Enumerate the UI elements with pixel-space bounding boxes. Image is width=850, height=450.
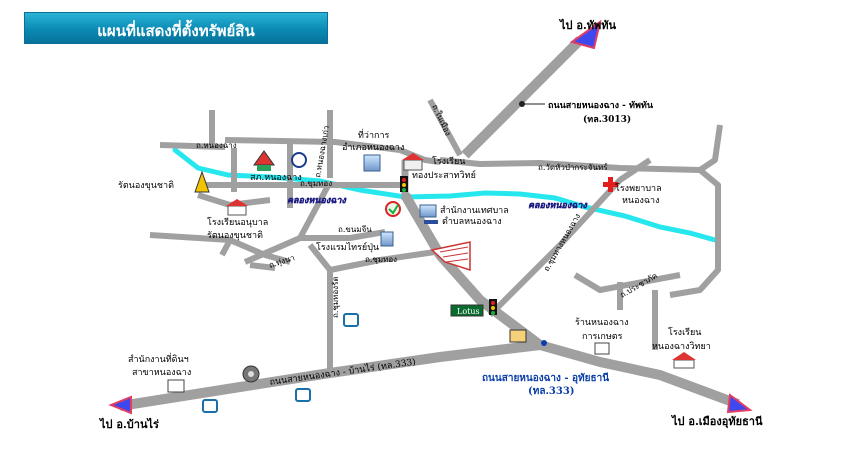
hospital-label: โรงพยาบาล xyxy=(615,183,662,194)
highway-north-name: ถนนสายหนองฉาง - ทัพทัน xyxy=(548,100,654,111)
street-label: ถ.ขนมจีน xyxy=(338,225,372,234)
municipality-label: ตำบลหนองฉาง xyxy=(442,216,502,227)
highway-main-diagonal xyxy=(400,192,543,349)
police-label: สภ.หนองฉาง xyxy=(250,173,302,183)
hotel-label: โรงแรมไทรย์ปุ่น xyxy=(316,241,379,253)
school-prasat-label: ทองประสาทวิทย์ xyxy=(412,169,476,181)
traffic-light-icon xyxy=(400,176,408,192)
arrow-bottom-right xyxy=(726,393,753,414)
lotus-label: Lotus xyxy=(457,307,480,316)
tesco-lotus-icon xyxy=(450,304,484,317)
land-office-label: สำนักงานที่ดินฯ xyxy=(128,352,189,365)
highway-north-code: (ทล.3013) xyxy=(583,114,631,125)
highway-333-marker xyxy=(541,340,547,346)
agri-store-label: การเกษตร xyxy=(582,332,623,342)
hotel-icon xyxy=(380,231,394,247)
highway-3013 xyxy=(461,36,584,159)
shop-striped-icon xyxy=(430,241,471,272)
bank-icon xyxy=(343,313,359,327)
school-prasat-label: โรงเรียน xyxy=(432,156,465,167)
canal xyxy=(172,147,718,243)
school-icon xyxy=(402,153,424,171)
municipality-label: สำนักงานเทศบาล xyxy=(440,205,509,216)
highway-west-label: ถนนสายหนองฉาง - บ้านไร่ (ทล.333) xyxy=(269,357,417,388)
school-witthaya-icon xyxy=(672,352,696,369)
temple-label: รัตนองขุนชาติ xyxy=(118,180,174,191)
traffic-light-icon xyxy=(489,299,497,315)
bank-icon xyxy=(202,399,218,413)
school-anuban-label: โรงเรียนอนุบาล xyxy=(207,217,268,228)
gas-station-icon xyxy=(509,329,527,343)
bank-icon xyxy=(295,388,311,402)
destination-bottom-left: ไป อ.บ้านไร่ xyxy=(98,417,159,431)
temple-pagoda-icon xyxy=(253,150,275,171)
street-label: ถ.ชุมทางหนองฉาง xyxy=(542,212,582,273)
road-network xyxy=(119,36,740,411)
street-label: ถ.หนองฉาง xyxy=(196,141,237,150)
highway-south-code: (ทล.333) xyxy=(528,386,575,397)
land-office-label: สาขาหนองฉาง xyxy=(132,368,191,378)
municipality-icon xyxy=(419,204,438,224)
district-office-label: ที่ว่าการ xyxy=(358,128,390,141)
street-label: ถ.วัดหัวป่ากระจันทร์ xyxy=(538,162,608,172)
hospital-label: หนองฉาง xyxy=(622,196,659,206)
hospital-cross-icon xyxy=(603,177,618,192)
district-office-label: อำเภอหนองฉาง xyxy=(342,142,404,153)
street-label: ถ.ชุมทอง xyxy=(365,255,397,264)
canal-label-east: คลองหนองฉาง xyxy=(528,201,588,211)
agri-store-icon xyxy=(594,342,610,355)
district-office-icon xyxy=(363,154,381,172)
bank-icon xyxy=(291,152,307,168)
street-label: ถ.ขุมทอง xyxy=(300,179,332,188)
school-witthaya-label: หนองฉางวิทยา xyxy=(652,341,711,352)
school-anuban-icon xyxy=(226,199,248,216)
map-title-banner: แผนที่แสดงที่ตั้งทรัพย์สิน xyxy=(24,12,328,44)
canal-label: คลองหนองฉาง xyxy=(287,196,347,206)
arrow-bottom-left xyxy=(108,395,132,415)
destination-bottom-right: ไป อ.เมืองอุทัยธานี xyxy=(670,414,763,429)
highway-south-name: ถนนสายหนองฉาง - อุทัยธานี xyxy=(482,372,609,384)
land-office-icon xyxy=(167,379,185,393)
agri-store-label: ร้านหนองฉาง xyxy=(575,317,629,328)
arrow-top xyxy=(569,19,602,50)
street-label: ถ.ชุมทองรัต xyxy=(331,276,340,318)
destination-top: ไป อ.ทัพทัน xyxy=(558,18,617,32)
school-anuban-label: รัตนองขุนชาติ xyxy=(207,230,263,241)
page-title: แผนที่แสดงที่ตั้งทรัพย์สิน xyxy=(97,22,255,40)
highway-333-east xyxy=(538,340,740,409)
police-icon xyxy=(385,201,401,217)
roundabout-icon xyxy=(242,365,260,383)
school-witthaya-label: โรงเรียน xyxy=(668,327,701,338)
street-label: ถ.ในเมือง xyxy=(430,103,452,137)
temple-icon xyxy=(194,170,210,193)
